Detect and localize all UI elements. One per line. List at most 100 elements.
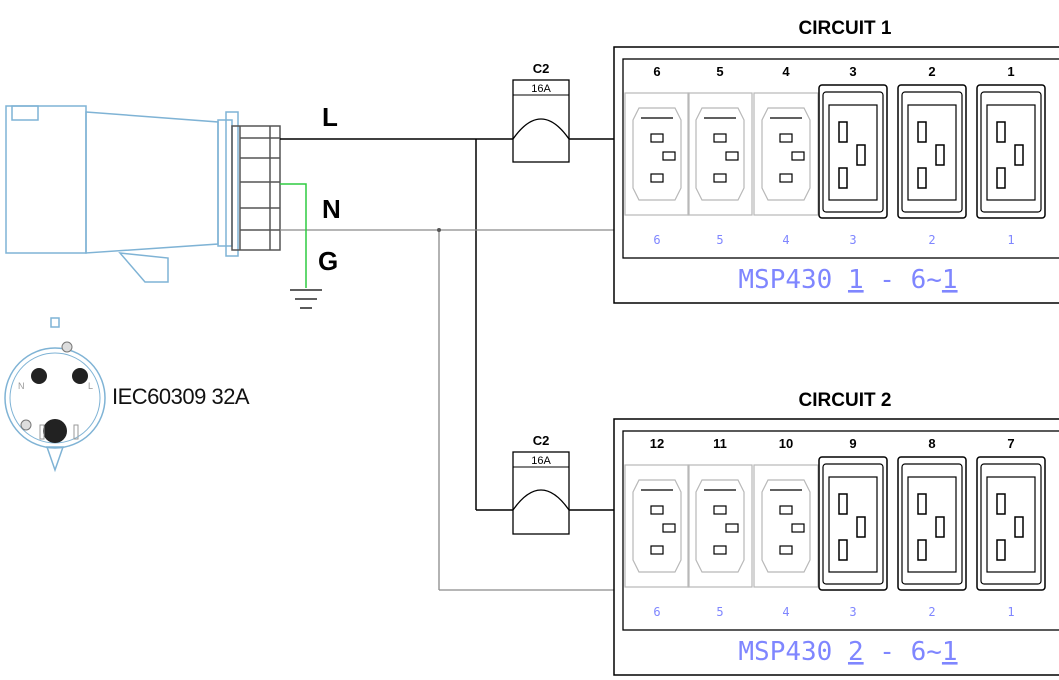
outlet-frame: [818, 84, 888, 219]
outlet-pin: [856, 144, 866, 166]
outlet-pin: [996, 167, 1006, 189]
outlet-pin: [838, 493, 848, 515]
outlet-pin: [996, 493, 1006, 515]
ground-wire: [280, 183, 307, 288]
outlet-sub-number: 3: [849, 233, 856, 247]
neutral-label: N: [322, 194, 341, 224]
outlet-sub-number: 4: [782, 605, 789, 619]
outlet-pin: [917, 121, 927, 143]
plug-pin-n-label: N: [18, 381, 25, 391]
outlet-pin: [650, 173, 664, 183]
outlet-inner: [980, 463, 1042, 585]
outlet-pin: [838, 539, 848, 561]
pdu-label-part: - 6~: [864, 265, 942, 295]
ground-symbol: [290, 289, 322, 309]
outlet-number-6: 6: [653, 64, 660, 79]
outlet-shape: [695, 107, 745, 201]
outlet-number-10: 10: [779, 436, 793, 451]
pdu-body: [613, 46, 1059, 304]
pdu-label-part: MSP430: [738, 265, 848, 295]
outlet-sub-number: 2: [928, 605, 935, 619]
outlet-number-9: 9: [849, 436, 856, 451]
outlet-inner: [901, 91, 963, 213]
outlet-frame: [624, 92, 690, 216]
outlet-pin: [791, 523, 805, 533]
iec-plug-front-view: N L: [4, 317, 106, 473]
outlet-socket: [907, 476, 957, 573]
outlet-pin: [713, 545, 727, 555]
pdu-label-part: 1: [848, 265, 864, 295]
outlet-inner: [901, 463, 963, 585]
plug-pin-l-label: L: [88, 381, 93, 391]
outlet-c19: [976, 456, 1046, 591]
breaker: C2 16A: [512, 61, 570, 163]
outlet-sub-number: 6: [653, 233, 660, 247]
outlet-frame: [753, 92, 819, 216]
outlet-number-4: 4: [782, 64, 790, 79]
outlet-sub-number: 2: [928, 233, 935, 247]
live-label: L: [322, 102, 338, 132]
feed-wires: [280, 138, 614, 591]
outlet-pin: [713, 505, 727, 515]
outlet-frame: [897, 456, 967, 591]
outlet-c19: [818, 84, 888, 219]
outlet-c13: [687, 92, 753, 216]
ground-label: G: [318, 246, 338, 276]
breaker-box: [512, 451, 570, 535]
pdu-label-part: 1: [942, 637, 958, 667]
outlet-socket: [828, 476, 878, 573]
outlet-shape: [761, 479, 811, 573]
outlet-pin: [917, 493, 927, 515]
breaker-type: C2: [533, 61, 550, 76]
outlet-pin: [838, 121, 848, 143]
outlet-sub-number: 1: [1007, 605, 1014, 619]
pdu-label-part: MSP430: [738, 637, 848, 667]
outlet-frame: [897, 84, 967, 219]
outlet-sub-number: 1: [1007, 233, 1014, 247]
outlet-pin: [917, 167, 927, 189]
outlet-c13: [624, 464, 690, 588]
iec-plug-side-view: [5, 105, 281, 283]
plug-type-label: IEC60309 32A: [112, 384, 250, 409]
outlet-socket: [907, 104, 957, 201]
outlet-socket: [986, 104, 1036, 201]
outlet-pin: [935, 516, 945, 538]
outlet-number-3: 3: [849, 64, 856, 79]
pdu-label: MSP430 2 - 6~1: [738, 637, 957, 667]
outlet-inner: [980, 91, 1042, 213]
outlet-c13: [687, 464, 753, 588]
outlet-pin: [779, 505, 793, 515]
breaker-type: C2: [533, 433, 550, 448]
outlet-c19: [976, 84, 1046, 219]
outlet-pin: [996, 121, 1006, 143]
breaker-box: [512, 79, 570, 163]
outlet-frame: [753, 464, 819, 588]
outlet-c19: [897, 456, 967, 591]
outlet-c13: [753, 92, 819, 216]
outlet-inner: [822, 91, 884, 213]
outlet-pin: [838, 167, 848, 189]
outlet-pin: [713, 173, 727, 183]
outlet-shape: [761, 107, 811, 201]
outlet-shape: [632, 107, 682, 201]
breaker-rating: 16A: [531, 83, 551, 95]
breaker-arc: [512, 489, 570, 511]
pdu-face: [622, 430, 1059, 631]
outlet-shape: [695, 479, 745, 573]
outlet-pin: [662, 523, 676, 533]
outlet-pin: [779, 173, 793, 183]
outlet-frame: [818, 456, 888, 591]
outlet-number-11: 11: [713, 436, 727, 451]
outlet-sub-number: 5: [716, 233, 723, 247]
outlet-inner: [822, 463, 884, 585]
outlet-c13: [753, 464, 819, 588]
pdu-face: [622, 58, 1059, 259]
pdu-body: [613, 418, 1059, 676]
pdu-label: MSP430 1 - 6~1: [738, 265, 957, 295]
outlet-socket: [986, 476, 1036, 573]
outlet-pin: [779, 133, 793, 143]
outlet-pin: [650, 545, 664, 555]
